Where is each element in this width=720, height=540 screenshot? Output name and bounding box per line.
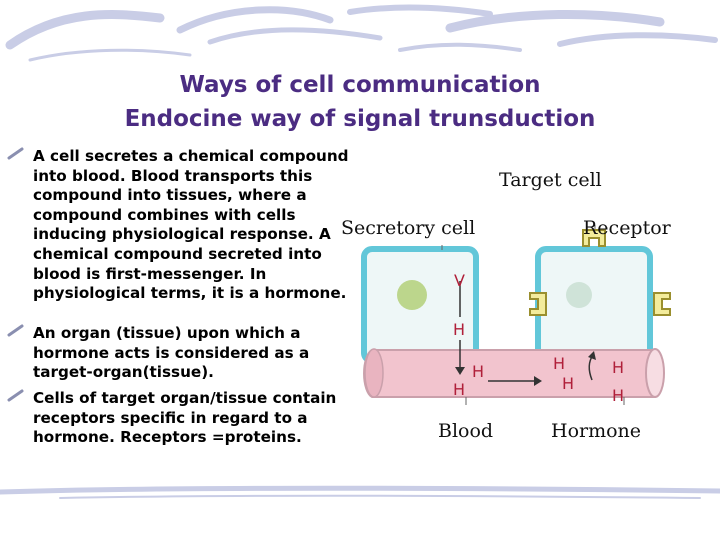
bullet-item: An organ (tissue) upon which a hormone a… [7, 324, 351, 383]
slide-title-line-1: Ways of cell communication [179, 72, 541, 98]
label-secretory-cell: Secretory cell [341, 217, 476, 239]
bullet-brush-icon [7, 324, 24, 337]
bullet-text: Cells of target organ/tissue contain rec… [33, 389, 337, 447]
receptor-top [582, 229, 606, 247]
hormone-glyph: H [453, 320, 465, 339]
bottom-brush-decoration [0, 485, 720, 499]
label-receptor: Receptor [583, 217, 671, 239]
hormone-glyph: H [612, 386, 624, 405]
label-target-cell: Target cell [499, 169, 602, 191]
target-cell [535, 246, 653, 364]
secretory-cell-nucleus [397, 280, 427, 310]
endocrine-diagram-drawing: V H H H H H H H [361, 225, 671, 405]
bullet-item: A cell secretes a chemical compound into… [7, 147, 351, 304]
hormone-glyph: H [553, 354, 565, 373]
label-hormone: Hormone [551, 420, 642, 442]
top-brush-decoration [5, 4, 718, 62]
bullet-brush-icon [7, 147, 24, 160]
label-blood: Blood [438, 420, 494, 442]
hormone-glyph: H [612, 358, 624, 377]
bullet-brush-icon [7, 389, 24, 402]
bullet-text: An organ (tissue) upon which a hormone a… [33, 324, 310, 382]
endocrine-diagram: V H H H H H H H Target cell Secretory ce… [341, 165, 720, 455]
receptor-right [653, 292, 671, 316]
bullet-item: Cells of target organ/tissue contain rec… [7, 389, 351, 448]
hormone-glyph: H [562, 374, 574, 393]
target-cell-nucleus [566, 282, 592, 308]
bullet-text: A cell secretes a chemical compound into… [33, 147, 349, 303]
hormone-glyph: H [453, 380, 465, 399]
hormone-glyph: H [472, 362, 484, 381]
vesicle-label: V [454, 271, 465, 290]
slide-title-line-2: Endocine way of signal trunsduction [124, 106, 596, 132]
receptor-left [529, 292, 547, 316]
